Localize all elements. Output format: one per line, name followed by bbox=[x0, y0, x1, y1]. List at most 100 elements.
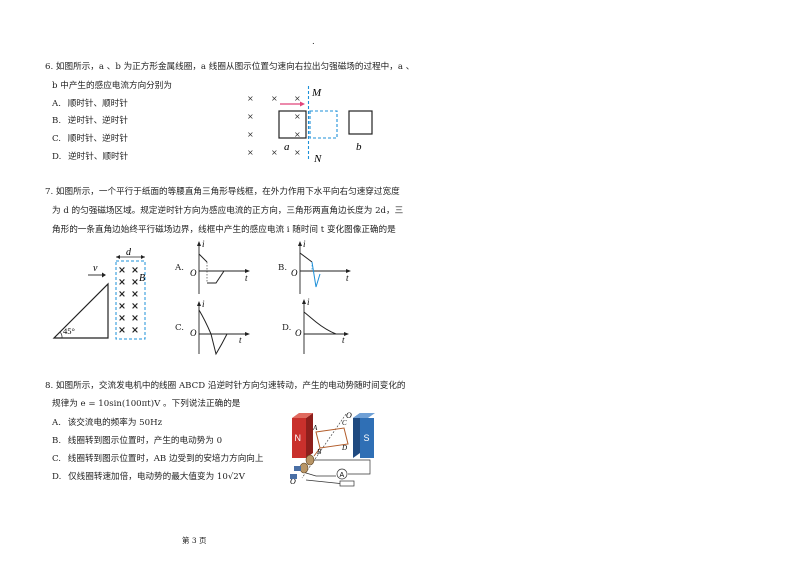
q6-option-c: C. 顺时针、逆时针 bbox=[52, 135, 128, 144]
y-axis-label: i bbox=[202, 299, 205, 309]
slip-ring-2 bbox=[299, 462, 309, 474]
angle-label: 45° bbox=[63, 326, 75, 336]
option-text: 仅线圈转速加倍，电动势的最大值变为 10√2V bbox=[68, 472, 245, 482]
x-axis-label: t bbox=[239, 335, 242, 345]
cross-mark: × bbox=[131, 325, 139, 336]
option-text: 该交流电的频率为 50Hz bbox=[67, 418, 163, 428]
x-axis-label: t bbox=[346, 273, 349, 283]
option-text: 顺时针、逆时针 bbox=[67, 134, 128, 144]
option-label: A. bbox=[52, 99, 61, 109]
cross-mark: × bbox=[247, 112, 254, 121]
ammeter-label: A bbox=[340, 472, 345, 479]
top-mark: . bbox=[312, 37, 315, 47]
option-label: D. bbox=[52, 472, 62, 482]
q8-generator-figure: N S O O A B C D A bbox=[290, 411, 375, 487]
option-text: 顺时针、顺时针 bbox=[67, 99, 128, 109]
x-axis-label: t bbox=[342, 335, 345, 345]
label-M: M bbox=[311, 87, 322, 99]
external-circuit-lower bbox=[305, 472, 336, 477]
y-axis-arrow bbox=[302, 299, 306, 304]
coil-wire bbox=[313, 447, 321, 457]
brush-2 bbox=[290, 474, 297, 479]
cross-mark: × bbox=[118, 277, 126, 288]
q6-option-b: B. 逆时针、逆时针 bbox=[52, 117, 128, 126]
origin-label: O bbox=[291, 268, 298, 278]
curve-segment-1 bbox=[299, 252, 313, 263]
cross-mark: × bbox=[294, 94, 301, 103]
coil-a-final-position bbox=[309, 110, 338, 139]
triangle-frame bbox=[52, 282, 109, 339]
y-axis-label: i bbox=[303, 239, 306, 249]
option-text: 线圈转到图示位置时，AB 边受到的安培力方向向上 bbox=[67, 454, 264, 464]
option-label: C. bbox=[52, 134, 62, 144]
cross-mark: × bbox=[271, 94, 278, 103]
brush-1 bbox=[294, 466, 301, 471]
q7-graph-b: i t O bbox=[291, 239, 351, 294]
curve-segment-2 bbox=[311, 261, 321, 288]
y-axis-arrow bbox=[197, 241, 201, 246]
q6-figure: × × × × × × × × × × M N a b bbox=[247, 86, 373, 165]
cross-mark: × bbox=[294, 112, 301, 121]
cross-mark: × bbox=[118, 325, 126, 336]
magnet-s-pole bbox=[360, 418, 374, 458]
cross-mark: × bbox=[118, 313, 126, 324]
y-axis-label: i bbox=[202, 239, 205, 249]
label-A: A bbox=[312, 424, 318, 432]
curve-segment-1 bbox=[198, 253, 208, 263]
label-b: b bbox=[356, 141, 362, 153]
option-text: 线圈转到图示位置时，产生的电动势为 0 bbox=[67, 436, 223, 446]
option-label: B. bbox=[52, 436, 62, 446]
cross-mark: × bbox=[131, 313, 139, 324]
cross-mark: × bbox=[131, 289, 139, 300]
q8-option-b: B. 线圈转到图示位置时，产生的电动势为 0 bbox=[52, 437, 222, 446]
label-B: B bbox=[139, 273, 145, 284]
cross-mark: × bbox=[131, 277, 139, 288]
q7-option-c-label: C. bbox=[175, 323, 185, 333]
label-magnet-N: N bbox=[295, 433, 302, 443]
q8-stem-line1: 8. 如图所示，交流发电机中的线圈 ABCD 沿逆时针方向匀速转动，产生的电动势… bbox=[45, 381, 406, 391]
dimension-arrow-left bbox=[116, 255, 120, 259]
q7-graph-a: i t O bbox=[190, 239, 250, 294]
magnetic-field-region bbox=[115, 260, 146, 340]
cross-mark: × bbox=[247, 94, 254, 103]
cross-mark: × bbox=[131, 265, 139, 276]
page-footer: 第 3 页 bbox=[182, 536, 207, 545]
cross-mark: × bbox=[247, 130, 254, 139]
origin-label: O bbox=[190, 328, 197, 338]
cross-mark: × bbox=[118, 301, 126, 312]
label-v: v bbox=[93, 263, 98, 274]
cross-mark: × bbox=[247, 148, 254, 157]
label-N: N bbox=[313, 153, 322, 165]
q7-graph-d: i t O bbox=[295, 297, 349, 354]
curve bbox=[303, 311, 337, 335]
x-axis-arrow bbox=[245, 332, 250, 336]
magnet-n-pole bbox=[292, 418, 306, 458]
magnet-s-side bbox=[353, 413, 360, 458]
dimension-arrow-right bbox=[141, 255, 145, 259]
q7-graph-c: i t O bbox=[190, 299, 250, 356]
q7-option-d-label: D. bbox=[282, 323, 292, 333]
label-axis-O-top: O bbox=[346, 411, 352, 420]
option-text: 逆时针、顺时针 bbox=[68, 152, 129, 162]
q6-stem-line2: b 中产生的感应电流方向分别为 bbox=[52, 81, 172, 91]
origin-label: O bbox=[190, 268, 197, 278]
option-label: D. bbox=[52, 152, 62, 162]
external-circuit-upper bbox=[314, 459, 371, 475]
q7-stem-line3: 角形的一条直角边始终平行磁场边界，线框中产生的感应电流 i 随时间 t 变化图像… bbox=[52, 225, 396, 235]
resistor bbox=[339, 480, 355, 487]
option-label: A. bbox=[52, 418, 61, 428]
label-d: d bbox=[126, 247, 132, 258]
coil-b bbox=[348, 110, 373, 135]
magnet-n-side bbox=[306, 413, 313, 458]
magnetic-field-crosses: × × × × × × × × × × × × bbox=[118, 265, 139, 336]
y-axis-label: i bbox=[307, 297, 310, 307]
label-C: C bbox=[342, 419, 347, 427]
q8-option-a: A. 该交流电的频率为 50Hz bbox=[52, 419, 162, 428]
slip-ring-1 bbox=[305, 454, 315, 466]
option-label: B. bbox=[52, 116, 62, 126]
cross-mark: × bbox=[131, 301, 139, 312]
coil-ABCD bbox=[315, 427, 349, 449]
x-axis-label: t bbox=[245, 273, 248, 283]
q6-option-a: A. 顺时针、顺时针 bbox=[52, 100, 128, 109]
label-magnet-S: S bbox=[364, 433, 370, 443]
